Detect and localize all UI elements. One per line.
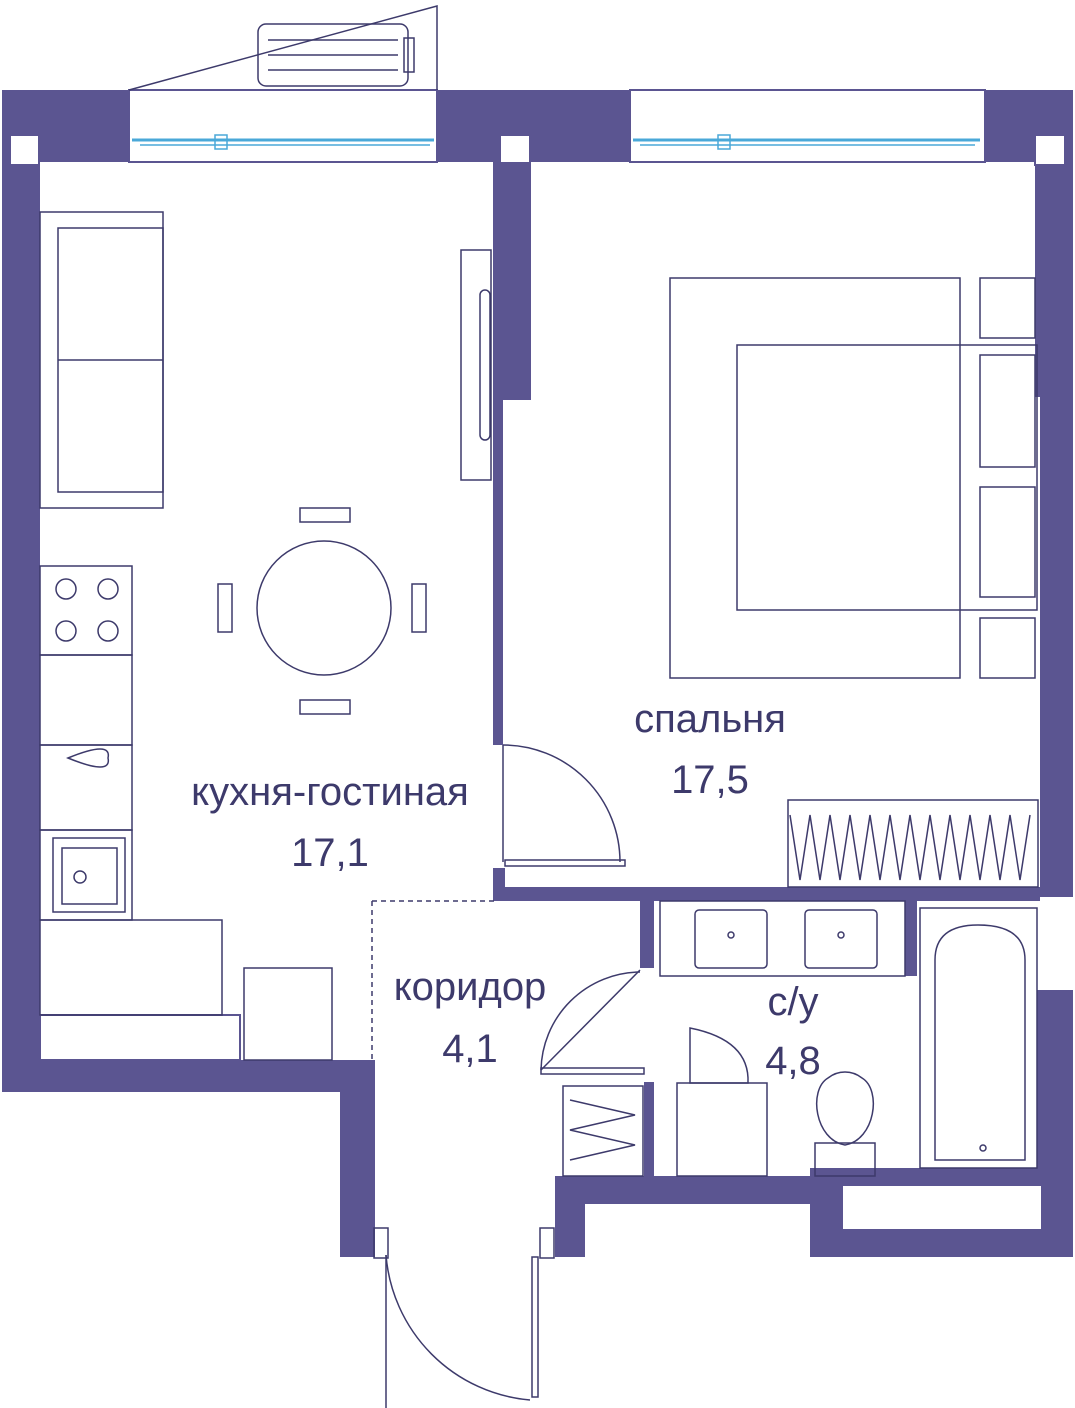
window-icon (629, 89, 986, 163)
kitchen-counter (39, 654, 133, 921)
door-icon (540, 969, 645, 1075)
fridge-icon (39, 919, 333, 1061)
bed-icon (669, 277, 1038, 679)
sink-icon (52, 837, 126, 913)
room-area: 17,5 (671, 758, 749, 802)
room-area: 4,1 (442, 1027, 498, 1071)
room-name: с/у (767, 980, 818, 1024)
chair-icon (217, 507, 427, 715)
room-name: спальня (634, 697, 786, 741)
wardrobe-icon (787, 799, 1039, 888)
room-name: кухня-гостиная (191, 770, 469, 814)
room-bedroom: спальня 17,5 (634, 697, 786, 802)
table-icon (256, 540, 392, 676)
room-corridor: коридор 4,1 (394, 965, 547, 1071)
wardrobe-icon (562, 1085, 644, 1177)
sink-icon (659, 900, 906, 977)
tv-icon (460, 249, 492, 481)
sofa-icon (39, 211, 164, 509)
washer-icon (676, 1027, 768, 1177)
room-area: 4,8 (765, 1039, 821, 1083)
door-icon (502, 744, 626, 867)
stove-icon (39, 565, 133, 656)
corridor-boundary (371, 900, 495, 1060)
toilet-icon (814, 1071, 876, 1177)
room-kitchen-living: кухня-гостиная 17,1 (191, 770, 469, 875)
window-icon (128, 89, 438, 163)
ac-unit-icon (128, 5, 438, 91)
door-icon (373, 1227, 555, 1408)
room-area: 17,1 (291, 831, 369, 875)
bathtub-icon (919, 907, 1038, 1169)
room-bathroom: с/у 4,8 (765, 980, 821, 1083)
room-name: коридор (394, 965, 547, 1009)
wall-details (9, 134, 1066, 1231)
